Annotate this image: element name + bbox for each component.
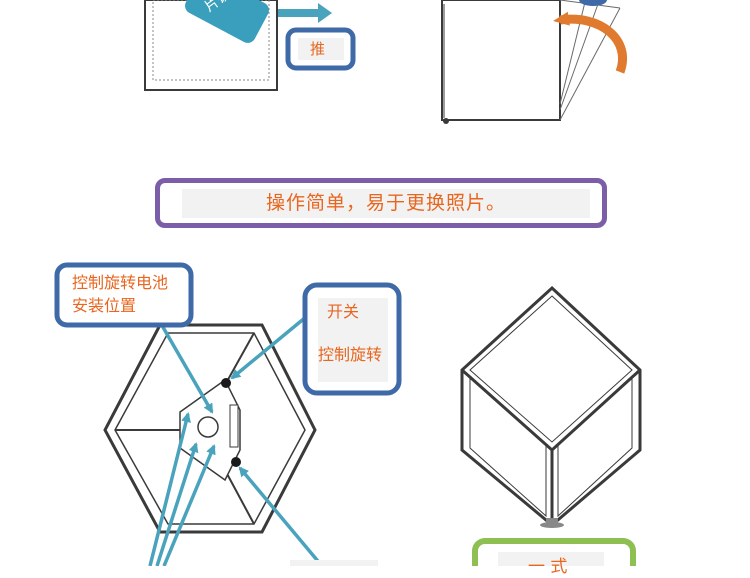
slogan-text: 操作简单，易于更换照片。 <box>182 189 590 218</box>
slogan-box: 操作简单，易于更换照片。 <box>155 178 607 228</box>
switch-callout-line1: 开关 <box>327 302 360 321</box>
push-label: 推 <box>310 40 326 58</box>
rotation-knob <box>231 457 241 467</box>
push-arrow <box>278 3 332 23</box>
diagram-canvas <box>54 0 642 566</box>
green-callout-text: 一 式 <box>528 557 568 577</box>
callout-pointers <box>148 310 324 566</box>
bottom-mid-box <box>290 560 378 566</box>
rotate-arrow <box>553 11 627 74</box>
switch-knob <box>221 378 231 388</box>
cube-isometric-view <box>460 285 642 528</box>
battery-callout-box <box>54 262 194 328</box>
hexagon-top-view <box>103 323 317 534</box>
battery-callout-line1: 控制旋转电池 <box>72 273 169 292</box>
switch-callout-line2: 控制旋转 <box>318 345 383 364</box>
blue-knob <box>579 0 607 6</box>
frame-side-view <box>441 0 621 124</box>
lens-tab <box>185 0 269 43</box>
battery-callout-line2: 安装位置 <box>72 296 137 315</box>
